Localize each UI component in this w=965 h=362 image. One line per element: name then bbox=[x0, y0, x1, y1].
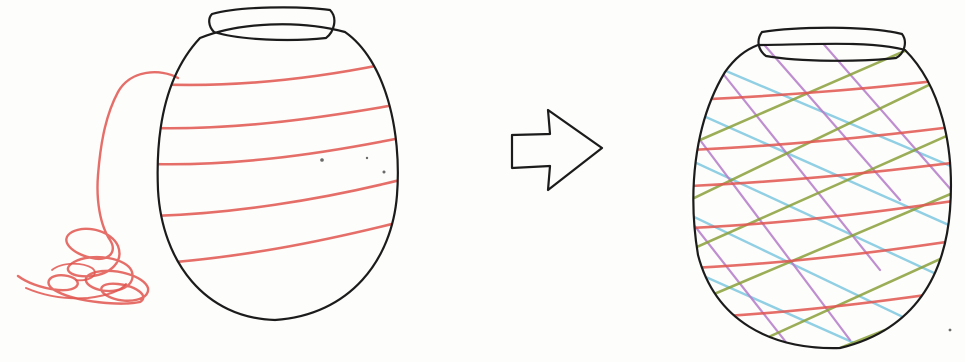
loose-red-thread bbox=[18, 72, 178, 303]
speck bbox=[383, 171, 386, 174]
left-vessel bbox=[18, 7, 400, 320]
red-wraps bbox=[150, 62, 400, 264]
speck bbox=[949, 329, 952, 332]
speck bbox=[366, 157, 368, 159]
right-arrow-outline-icon bbox=[512, 110, 602, 190]
speck bbox=[320, 158, 324, 162]
right-vessel bbox=[690, 28, 960, 360]
